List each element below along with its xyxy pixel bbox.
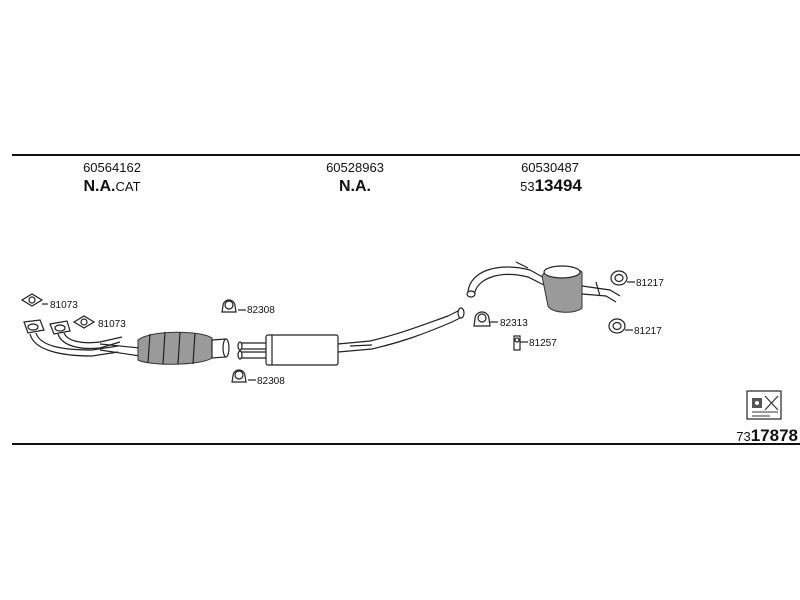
section-3-part-number: 60530487 (521, 160, 579, 175)
callout-81217-b: 81217 (634, 326, 662, 337)
callout-82308-a: 82308 (247, 305, 275, 316)
callout-81217-a: 81217 (636, 278, 664, 289)
section-1-label-main: N.A. (83, 178, 115, 195)
section-2-part-number: 60528963 (326, 160, 384, 175)
section-1-label: N.A.CAT (83, 178, 140, 195)
section-2-label: N.A. (339, 178, 371, 195)
footer-number: 7317878 (736, 426, 798, 445)
callout-82308-b: 82308 (257, 376, 285, 387)
footer-main: 17878 (751, 426, 798, 445)
gasket-icon (72, 315, 96, 329)
section-1-label-sub: CAT (115, 179, 140, 194)
clamp-icon (221, 299, 237, 313)
rubber-ring-icon (610, 270, 628, 286)
callout-82313: 82313 (500, 318, 528, 329)
callout-81073-b: 81073 (98, 319, 126, 330)
rubber-ring-icon (608, 318, 626, 334)
gasket-icon (20, 293, 44, 307)
section-1-part-number: 60564162 (83, 160, 141, 175)
bracket-icon (513, 335, 521, 351)
rear-silencer (466, 261, 621, 313)
front-pipe-catalyst (23, 319, 230, 365)
callout-81257: 81257 (529, 338, 557, 349)
clamp-icon (473, 311, 491, 327)
clamp-icon (231, 369, 247, 383)
center-silencer (237, 307, 465, 366)
section-3-label: 5313494 (520, 176, 582, 195)
callout-81073-a: 81073 (50, 300, 78, 311)
section-3-prefix: 53 (520, 179, 534, 194)
fitting-guide-icon (746, 390, 782, 420)
section-3-number: 13494 (535, 176, 583, 195)
footer-prefix: 73 (736, 429, 750, 444)
